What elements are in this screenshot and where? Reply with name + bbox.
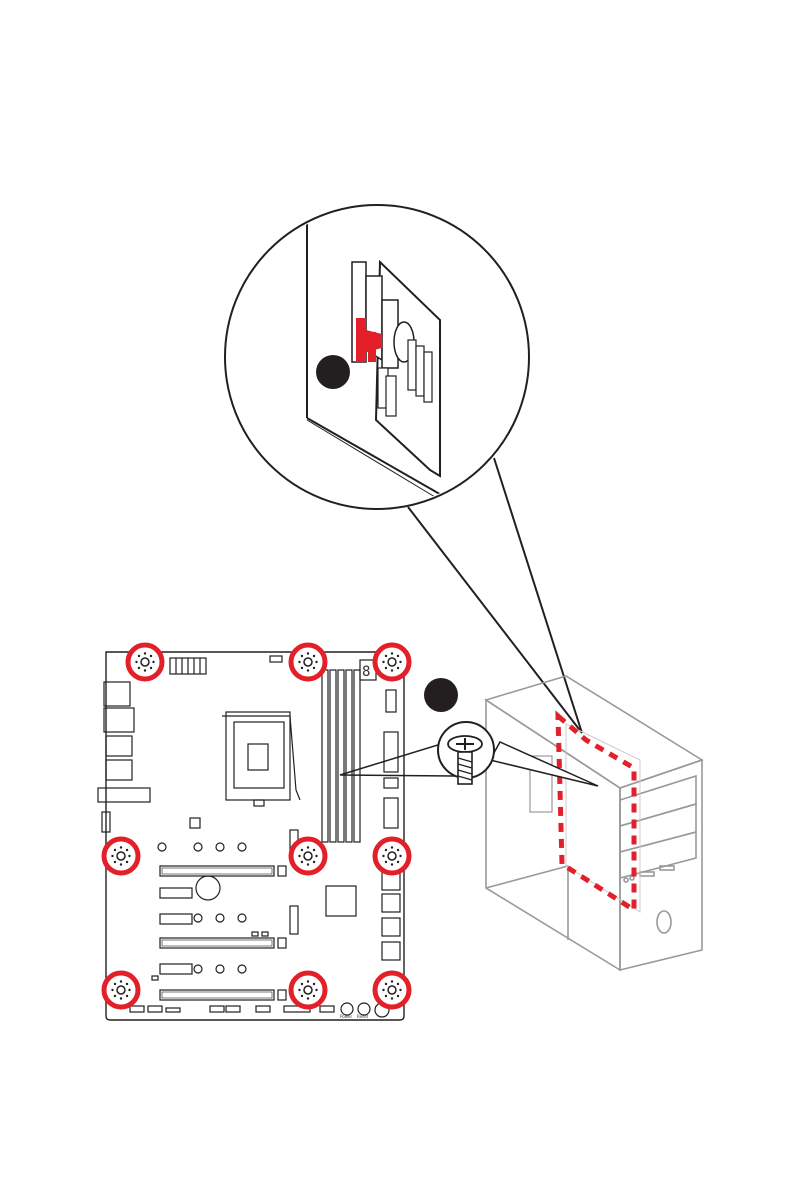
pcie-slot-3 — [160, 990, 274, 1000]
callout-pointer-line-right — [494, 458, 582, 733]
standoff-marker-icon — [104, 839, 138, 873]
reset-button-label: Reset — [357, 1014, 369, 1019]
power-button-label: Power — [340, 1014, 352, 1019]
mount-points — [104, 645, 409, 1007]
standoff-marker-icon — [128, 645, 162, 679]
step-marker-1 — [316, 355, 350, 389]
chipset — [326, 886, 356, 916]
pcie-slot-1 — [160, 866, 274, 876]
step-marker-2 — [424, 678, 458, 712]
debug-led-digit: 8 — [362, 664, 370, 680]
motherboard-position-outline — [558, 716, 634, 910]
cpu-socket — [226, 712, 290, 800]
standoff-marker-icon — [291, 973, 325, 1007]
standoff-marker-icon — [375, 645, 409, 679]
cmos-battery — [196, 876, 220, 900]
standoff-marker-icon — [375, 973, 409, 1007]
motherboard — [98, 652, 404, 1020]
standoff-marker-icon — [291, 839, 325, 873]
pc-case — [486, 676, 702, 970]
standoff-marker-icon — [375, 839, 409, 873]
standoff-marker-icon — [104, 973, 138, 1007]
standoff-marker-icon — [291, 645, 325, 679]
pcie-slot-2 — [160, 938, 274, 948]
